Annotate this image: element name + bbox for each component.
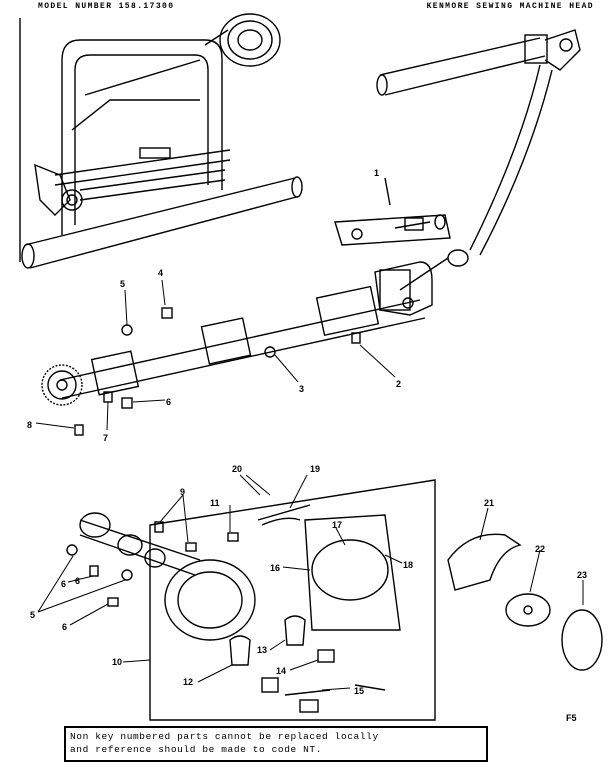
callout-6-left: 6 <box>75 576 80 586</box>
callout-12: 12 <box>183 677 193 687</box>
callout-21: 21 <box>484 498 494 508</box>
callout-16: 16 <box>270 563 280 573</box>
upper-shaft-assembly <box>376 29 581 291</box>
leader-lines <box>35 279 584 691</box>
callout-5-lower: 5 <box>30 610 35 620</box>
callout-11: 11 <box>210 498 220 508</box>
hook-assembly <box>66 479 603 721</box>
callout-8: 8 <box>27 420 32 430</box>
callout-6-mid: 6 <box>61 579 66 589</box>
note-line-2: and reference should be made to code NT. <box>70 744 323 755</box>
machine-head-illustration <box>19 13 303 269</box>
callout-14: 14 <box>276 666 286 676</box>
callout-3: 3 <box>299 384 304 394</box>
part-1-inset <box>334 177 451 246</box>
replacement-note: Non key numbered parts cannot be replace… <box>64 726 488 762</box>
callout-19: 19 <box>310 464 320 474</box>
callout-6-upper: 6 <box>166 397 171 407</box>
callout-2: 2 <box>396 379 401 389</box>
figure-id: F5 <box>566 713 577 723</box>
callout-18: 18 <box>403 560 413 570</box>
note-line-1: Non key numbered parts cannot be replace… <box>70 731 379 742</box>
callout-13: 13 <box>257 645 267 655</box>
diagram-title: KENMORE SEWING MACHINE HEAD <box>426 2 594 11</box>
callout-20: 20 <box>232 464 242 474</box>
callout-9: 9 <box>180 487 185 497</box>
model-number-label: MODEL NUMBER 158.17300 <box>38 2 175 11</box>
callout-1: 1 <box>374 168 379 178</box>
callout-10: 10 <box>112 657 122 667</box>
callout-5: 5 <box>120 279 125 289</box>
callout-22: 22 <box>535 544 545 554</box>
callout-6-lower: 6 <box>62 622 67 632</box>
callout-4: 4 <box>158 268 163 278</box>
callout-17: 17 <box>332 520 342 530</box>
arm-shaft-assembly <box>41 261 433 436</box>
callout-7: 7 <box>103 433 108 443</box>
callout-15: 15 <box>354 686 364 696</box>
callout-23: 23 <box>577 570 587 580</box>
